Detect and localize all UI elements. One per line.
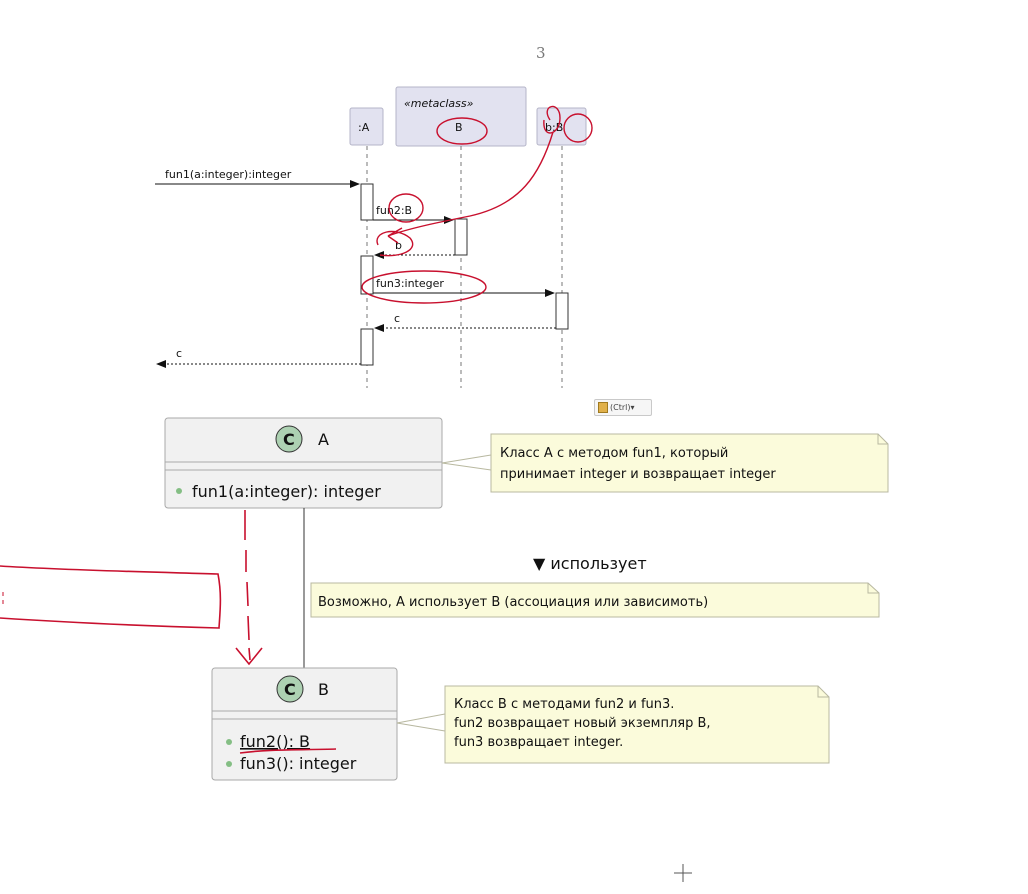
class-a-badge — [275, 425, 303, 453]
note-a-line-1: Класс A с методом fun1, который — [500, 446, 728, 461]
note-b-line-1: Класс B с методами fun2 и fun3. — [454, 697, 674, 712]
participant-b-label: B — [455, 121, 463, 134]
participant-a-label: :A — [358, 121, 370, 134]
message-fun1-label: fun1(a:integer):integer — [165, 168, 292, 181]
activation-a-3 — [360, 328, 374, 366]
message-fun2-label: fun2:B — [376, 204, 412, 217]
class-a-badge-letter: C — [283, 430, 295, 449]
note-relation-text: Возможно, A использует B (ассоциация или… — [318, 595, 708, 610]
participant-a: :A — [349, 107, 384, 146]
red-annotations-class — [0, 510, 337, 754]
note-b-line-2: fun2 возвращает новый экземпляр B, — [454, 716, 711, 731]
message-b-return-label: b — [395, 239, 402, 252]
class-b-method-fun2: fun2(): B — [240, 732, 310, 751]
relation-label: ▼ использует — [533, 554, 647, 573]
class-b-badge — [276, 675, 304, 703]
note-class-a: Класс A с методом fun1, который принимае… — [441, 433, 889, 493]
message-c-return-label: c — [394, 312, 400, 325]
page-number: 3 — [536, 44, 546, 62]
class-a-name: A — [318, 430, 329, 449]
class-b-badge-letter: C — [284, 680, 296, 699]
note-relation: Возможно, A использует B (ассоциация или… — [310, 582, 880, 618]
metaclass-stereotype: «metaclass» — [404, 97, 474, 110]
paste-options-button[interactable]: (Ctrl)▾ — [594, 399, 652, 416]
class-b-method-fun3: fun3(): integer — [240, 754, 357, 773]
message-c-final-label: c — [176, 347, 182, 360]
participant-b-metaclass: «metaclass» B — [395, 86, 527, 147]
class-a-method-fun1: fun1(a:integer): integer — [192, 482, 381, 501]
activation-b-inst — [555, 292, 569, 330]
note-class-b: Класс B с методами fun2 и fun3. fun2 воз… — [396, 685, 830, 764]
class-b-box: C B fun2(): B fun3(): integer — [211, 667, 398, 781]
crosshair-cursor-icon — [674, 864, 692, 882]
class-b-name: B — [318, 680, 329, 699]
red-annotations-sequence — [361, 105, 593, 304]
activation-b-meta — [454, 218, 468, 256]
method-visibility-icon — [226, 761, 232, 767]
activation-a-1 — [360, 183, 374, 221]
note-b-line-3: fun3 возвращает integer. — [454, 735, 623, 750]
method-visibility-icon — [226, 739, 232, 745]
method-visibility-icon — [176, 488, 182, 494]
clipboard-icon — [598, 402, 608, 413]
paste-options-label: (Ctrl)▾ — [610, 403, 635, 412]
note-a-line-2: принимает integer и возвращает integer — [500, 467, 776, 482]
class-a-box: C A fun1(a:integer): integer — [164, 417, 443, 509]
participant-b-instance: b:B — [536, 107, 587, 146]
message-fun3-label: fun3:integer — [376, 277, 444, 290]
